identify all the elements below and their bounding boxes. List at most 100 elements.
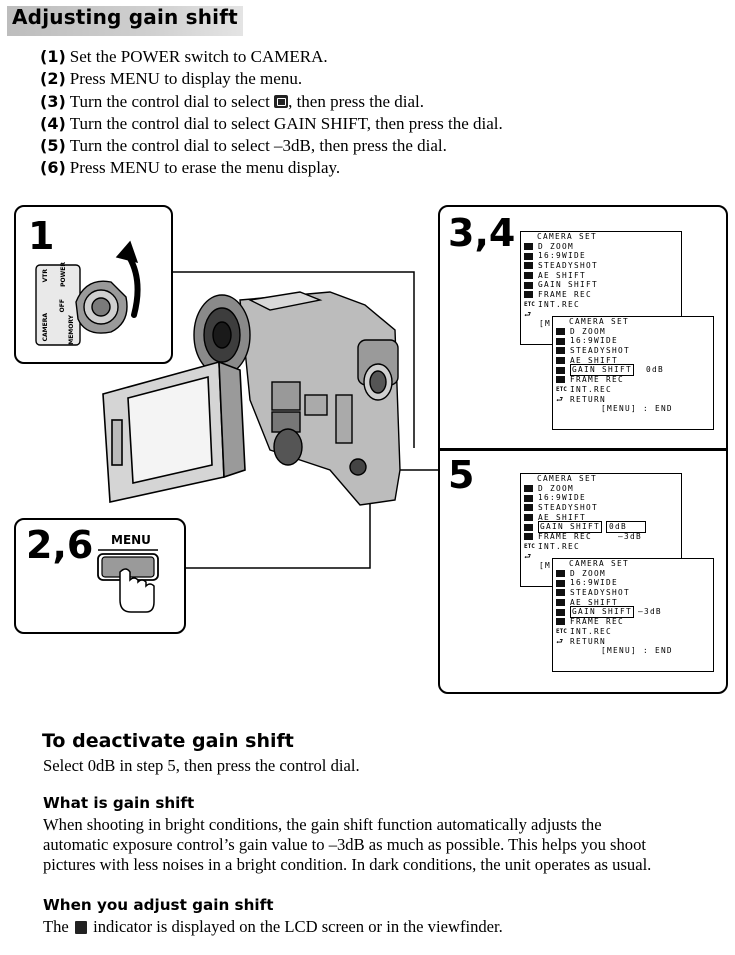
menu-icon: [556, 570, 565, 578]
deactivate-heading: To deactivate gain shift: [42, 730, 294, 752]
menu-icon: [556, 347, 565, 355]
step-item: (5)Turn the control dial to select –3dB,…: [40, 136, 447, 156]
steps-list: (1)Set the POWER switch to CAMERA. (2)Pr…: [40, 46, 503, 180]
camera-set-menu-selected: CAMERA SET D ZOOM 16:9WIDE STEADYSHOT AE…: [552, 316, 714, 430]
menu-item: 16:9WIDE: [553, 336, 713, 346]
menu-icon: [556, 579, 565, 587]
return-icon: ⮐: [524, 309, 532, 319]
menu-item: STEADYSHOT: [553, 588, 713, 598]
menu-item: 16:9WIDE: [521, 251, 681, 261]
menu-icon: [556, 376, 565, 384]
menu-icon: [524, 523, 533, 531]
menu-item: D ZOOM: [521, 242, 681, 252]
switch-label-memory: MEMORY: [68, 315, 75, 345]
menu-icon: [524, 291, 533, 299]
menu-icon: [556, 337, 565, 345]
menu-item: AE SHIFT: [553, 356, 713, 366]
menu-icon: [524, 494, 533, 502]
switch-label-off: OFF: [59, 299, 66, 313]
menu-item: FRAME REC: [553, 617, 713, 627]
step1-label: 1: [28, 214, 55, 258]
menu-item: ⮐RETURN: [556, 394, 606, 404]
page-title: Adjusting gain shift: [12, 5, 238, 29]
menu-item: FRAME REC: [521, 532, 681, 542]
menu-item: STEADYSHOT: [553, 346, 713, 356]
step26-panel: 2,6 MENU: [14, 518, 186, 634]
menu-icon: [524, 281, 533, 289]
menu-item: AE SHIFT: [553, 598, 713, 608]
menu-icon: [524, 243, 533, 251]
switch-label-vtr: VTR: [42, 269, 49, 283]
menu-icon: [556, 608, 565, 616]
menu-icon: [556, 366, 565, 374]
menu-button-label: MENU: [111, 533, 151, 547]
etc-icon: ETC: [524, 543, 535, 551]
menu-icon: [524, 485, 533, 493]
menu-item: ⮐: [521, 310, 681, 320]
menu-icon: [524, 252, 533, 260]
return-icon: ⮐: [556, 394, 564, 404]
deactivate-body: Select 0dB in step 5, then press the con…: [43, 756, 360, 775]
what-is-line: When shooting in bright conditions, the …: [43, 815, 602, 834]
return-icon: ⮐: [556, 636, 564, 646]
menu-item: D ZOOM: [521, 484, 681, 494]
when-adjust-body: The indicator is displayed on the LCD sc…: [43, 917, 503, 936]
step1-panel: 1 VTR POWER OFF CAMERA MEMORY: [14, 205, 173, 364]
menu-item: GAIN SHIFT: [521, 280, 681, 290]
etc-icon: ETC: [524, 301, 535, 309]
menu-item: STEADYSHOT: [521, 503, 681, 513]
what-is-line: automatic exposure control’s gain value …: [43, 835, 646, 854]
step-item: (6)Press MENU to erase the menu display.: [40, 158, 341, 178]
what-is-heading: What is gain shift: [43, 794, 195, 812]
step26-label: 2,6: [26, 523, 94, 567]
switch-label-power: POWER: [60, 262, 67, 287]
return-icon: ⮐: [524, 551, 532, 561]
menu-item: 16:9WIDE: [521, 493, 681, 503]
menu-icon: [524, 504, 533, 512]
menu-item: STEADYSHOT: [521, 261, 681, 271]
menu-item: ⮐: [521, 552, 681, 562]
menu-item: D ZOOM: [553, 569, 713, 579]
gain-shift-indicator-icon: [74, 921, 87, 934]
what-is-line: pictures with less noises in a bright co…: [43, 855, 652, 874]
step-item: (3)Turn the control dial to select , the…: [40, 91, 425, 111]
etc-icon: ETC: [556, 386, 567, 394]
menu-icon: [524, 533, 533, 541]
menu-item: ⮐RETURN: [556, 636, 606, 646]
menu-icon: [556, 589, 565, 597]
power-switch-illustration: [35, 240, 141, 346]
menu-icon: [556, 599, 565, 607]
step5-label: 5: [448, 453, 475, 497]
step34-label: 3,4: [448, 211, 516, 255]
menu-icon: [524, 272, 533, 280]
menu-icon: [524, 262, 533, 270]
menu-icon: [556, 618, 565, 626]
switch-label-camera: CAMERA: [42, 313, 49, 342]
menu-item: AE SHIFT: [521, 513, 681, 523]
menu-icon: [556, 357, 565, 365]
menu-button-illustration: [97, 549, 159, 613]
step-item: (1)Set the POWER switch to CAMERA.: [40, 47, 328, 66]
etc-icon: ETC: [556, 628, 567, 636]
camera-set-menu-icon: [274, 94, 289, 108]
menu-item: FRAME REC: [553, 375, 713, 385]
menu-item: AE SHIFT: [521, 271, 681, 281]
menu-item: D ZOOM: [553, 327, 713, 337]
panel-divider: [440, 448, 726, 451]
title-banner: [7, 6, 243, 36]
camera-set-menu-step5-selected: CAMERA SET D ZOOM 16:9WIDE STEADYSHOT AE…: [552, 558, 714, 672]
menu-icon: [556, 328, 565, 336]
menu-item: 16:9WIDE: [553, 578, 713, 588]
menu-icon: [524, 514, 533, 522]
step-item: (2)Press MENU to display the menu.: [40, 69, 303, 89]
menu-item: FRAME REC: [521, 290, 681, 300]
step-item: (4)Turn the control dial to select GAIN …: [40, 113, 503, 133]
when-adjust-heading: When you adjust gain shift: [43, 896, 274, 914]
menu-item-gain-shift: GAIN SHIFT–3dB: [553, 606, 713, 619]
